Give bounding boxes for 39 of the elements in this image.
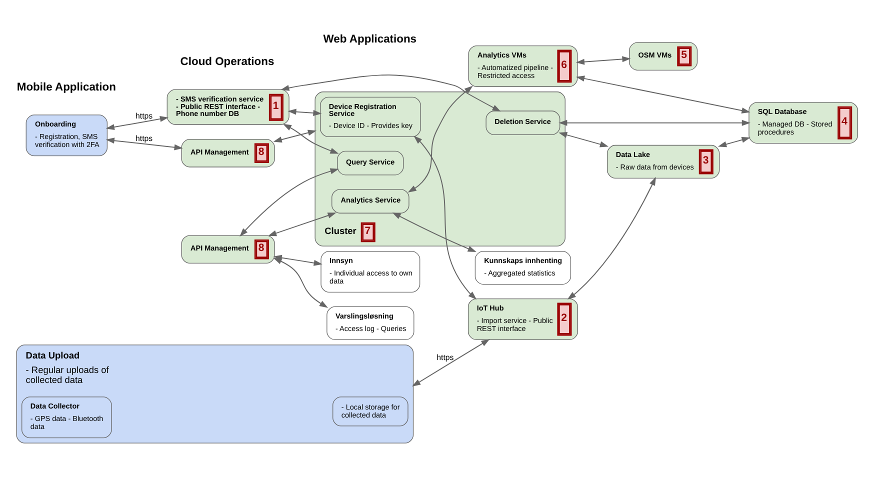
node-box: Innsyn - Individual access to own data [320, 251, 420, 293]
node-box: Varslingsløsning - Access log - Queries [326, 306, 414, 340]
arrow [576, 76, 750, 114]
label: Web Applications [323, 34, 417, 46]
node-box: - Local storage for collected data [332, 396, 408, 426]
arrow [280, 74, 501, 112]
arrow [288, 108, 322, 116]
arrow [273, 130, 317, 142]
arrow [412, 339, 490, 387]
node-box: IoT Hub - Import service - Public REST interface 2 [468, 298, 578, 340]
arrow [558, 120, 750, 126]
arrow [268, 212, 336, 236]
arrow [718, 136, 750, 148]
node-box: API Management 8 [181, 235, 275, 264]
arrow [414, 136, 477, 300]
arrow [106, 116, 169, 130]
node-box: Analytics Service [332, 189, 410, 214]
node-box: API Management 8 [181, 139, 275, 168]
arrow [240, 168, 339, 237]
label: Cloud Operations [180, 56, 274, 68]
node-box: SQL Database - Managed DB - Stored procedures 4 [748, 102, 858, 144]
arrow [558, 132, 609, 148]
arrow [576, 56, 631, 65]
node-box: Deletion Service [486, 110, 560, 136]
arrow [567, 176, 656, 300]
node-box: Device Registration Service - Device ID - Provides key [320, 96, 421, 138]
arrow [408, 86, 473, 193]
arrow [282, 124, 339, 154]
node-box: Data Lake - Raw data from devices 3 [606, 144, 720, 179]
arrow [392, 212, 476, 252]
node-box: Onboarding - Registration, SMS verification with 2FA [26, 114, 108, 156]
node-box: OSM VMs 5 [629, 42, 698, 70]
node-box: - SMS verification service - Public REST interface - Phone number DB 1 [166, 89, 290, 125]
node-box: Analytics VMs - Automatized pipeline - Restricted access 6 [468, 45, 578, 87]
label: Mobile Application [16, 82, 116, 94]
arrow [106, 138, 183, 150]
node-box: Kunnskaps innhenting - Aggregated statistics [474, 251, 572, 285]
node-box: Data Collector - GPS data - Bluetooth data [22, 396, 112, 438]
node-box: Query Service [337, 150, 404, 176]
